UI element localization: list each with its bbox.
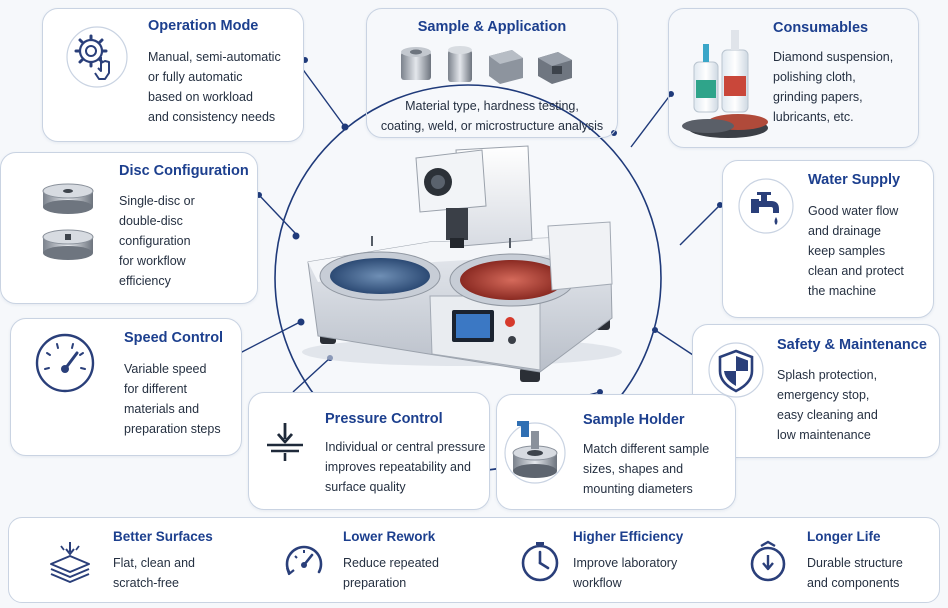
faucet-icon	[738, 178, 794, 234]
benefit-title: Longer Life	[807, 529, 881, 544]
card-description: Variable speed for different materials a…	[124, 362, 221, 436]
sample-holder-icon	[504, 421, 566, 484]
card-title: Pressure Control	[325, 411, 443, 427]
card-title: Speed Control	[124, 330, 224, 346]
card-description: Individual or central pressure improves …	[325, 440, 486, 494]
card-title: Disc Configuration	[119, 163, 249, 179]
gear-hand-icon	[66, 26, 128, 88]
durable-icon	[750, 540, 786, 582]
benefit-description: Improve laboratory workflow	[573, 556, 678, 590]
card-water-supply: Water Supply Good water flow and drainag…	[722, 160, 934, 318]
bottles-and-discs	[682, 30, 768, 138]
benefit-description: Flat, clean and scratch-free	[113, 556, 195, 590]
card-operation-mode: Operation Mode Manual, semi-automatic or…	[42, 8, 304, 142]
card-description: Manual, semi-automatic or fully automati…	[148, 50, 281, 124]
card-sample-application: Sample & Application Material type, hard…	[366, 8, 618, 138]
card-title: Water Supply	[808, 172, 901, 188]
shield-icon	[708, 342, 764, 398]
benefit-description: Reduce repeated preparation	[343, 556, 439, 590]
card-description: Splash protection, emergency stop, easy …	[777, 368, 878, 442]
card-title: Sample & Application	[417, 19, 567, 35]
polishing-machine-image	[302, 145, 622, 382]
benefit-longer-life: Longer Life Durable structure and compon…	[745, 518, 935, 604]
card-title: Operation Mode	[148, 18, 259, 34]
card-description: Material type, hardness testing, coating…	[380, 99, 604, 133]
clock-icon	[521, 542, 559, 582]
card-sample-holder: Sample Holder Match different sample siz…	[496, 394, 736, 510]
gauge-icon	[285, 545, 323, 576]
benefits-bar: Better Surfaces Flat, clean and scratch-…	[8, 517, 940, 603]
benefit-higher-efficiency: Higher Efficiency Improve laboratory wor…	[517, 518, 717, 604]
benefit-description: Durable structure and components	[807, 556, 903, 590]
card-safety-maintenance: Safety & Maintenance Splash protection, …	[692, 324, 940, 458]
benefit-title: Higher Efficiency	[573, 529, 684, 544]
card-title: Safety & Maintenance	[777, 337, 927, 353]
benefit-title: Lower Rework	[343, 529, 436, 544]
card-disc-configuration: Disc Configuration Single-disc or double…	[0, 152, 258, 304]
card-description: Good water flow and drainage keep sample…	[808, 204, 904, 298]
card-title: Sample Holder	[583, 412, 685, 428]
card-speed-control: Speed Control Variable speed for differe…	[10, 318, 242, 456]
card-title: Consumables	[773, 20, 869, 36]
benefit-title: Better Surfaces	[113, 529, 213, 544]
card-description: Diamond suspension, polishing cloth, gri…	[773, 50, 894, 124]
sample-specimens	[401, 46, 572, 84]
card-pressure-control: Pressure Control Individual or central p…	[248, 392, 490, 510]
card-description: Match different sample sizes, shapes and…	[583, 442, 710, 496]
pressure-icon	[267, 423, 303, 461]
card-consumables: Consumables Diamond suspension, polishin…	[668, 8, 919, 148]
benefit-better-surfaces: Better Surfaces Flat, clean and scratch-…	[47, 518, 237, 604]
benefit-lower-rework: Lower Rework Reduce repeated preparation	[281, 518, 471, 604]
speedometer-icon	[35, 333, 95, 393]
discs-icon	[42, 183, 94, 260]
card-description: Single-disc or double-disc configuration…	[119, 194, 195, 288]
layers-icon	[50, 542, 90, 583]
